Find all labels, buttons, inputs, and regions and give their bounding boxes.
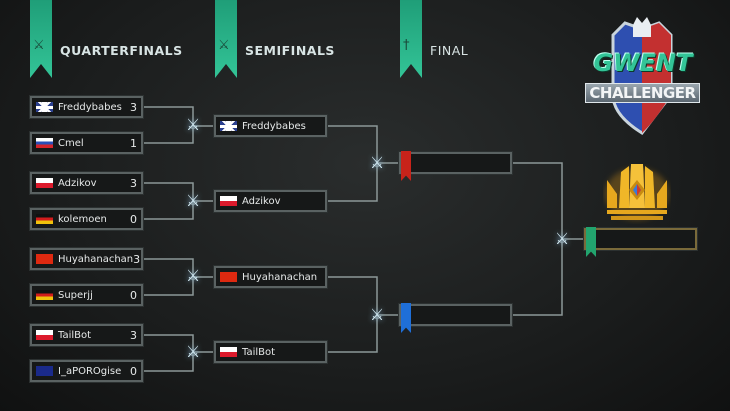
qf1-player2[interactable]: Cmel 1 — [29, 131, 144, 155]
player-score: 1 — [130, 136, 137, 150]
sf-player1[interactable]: Freddybabes — [213, 114, 328, 138]
player-name: kolemoen — [58, 213, 107, 225]
qf4-player2[interactable]: I_aPOROgise 0 — [29, 359, 144, 383]
crossed-swords-icon: ⚔ — [185, 342, 201, 361]
player-name: Adzikov — [58, 177, 97, 189]
player-name: Superjj — [58, 289, 93, 301]
flag-poland-icon — [36, 178, 53, 188]
flag-russia-icon — [36, 138, 53, 148]
final-slot-red[interactable] — [398, 151, 513, 175]
crossed-swords-icon: ⚔ — [369, 305, 385, 324]
player-name: I_aPOROgise — [58, 365, 122, 377]
player-score: 0 — [130, 288, 137, 302]
flag-australia-icon — [36, 366, 53, 376]
qf3-player2[interactable]: Superjj 0 — [29, 283, 144, 307]
qf2-player2[interactable]: kolemoen 0 — [29, 207, 144, 231]
player-name: TailBot — [58, 329, 92, 341]
crossbow-icon: ⚔ — [33, 38, 45, 53]
semifinals-header: SEMIFINALS — [245, 43, 335, 58]
bow-icon: ⚔ — [218, 38, 230, 53]
qf1-player1[interactable]: Freddybabes 3 — [29, 95, 144, 119]
sf-player2[interactable]: Adzikov — [213, 189, 328, 213]
sf-player4[interactable]: TailBot — [213, 340, 328, 364]
final-header: FINAL — [430, 43, 469, 58]
flag-uk-icon — [36, 102, 53, 112]
winner-slot[interactable] — [583, 227, 698, 251]
player-name: Huyahanachan — [58, 253, 134, 265]
player-score: 3 — [130, 176, 137, 190]
flag-china-icon — [220, 272, 237, 282]
green-ribbon-icon — [586, 227, 596, 257]
player-name: Freddybabes — [242, 120, 306, 132]
logo-gwent: GWENT — [593, 49, 693, 77]
crossed-swords-icon: ⚔ — [185, 115, 201, 134]
crown-trophy-icon — [605, 164, 669, 220]
flag-poland-icon — [220, 347, 237, 357]
flag-uk-icon — [220, 121, 237, 131]
blue-ribbon-icon — [401, 303, 411, 333]
flag-germany-icon — [36, 214, 53, 224]
sword-icon: † — [403, 38, 410, 53]
player-score: 0 — [130, 212, 137, 226]
crossed-swords-icon: ⚔ — [369, 153, 385, 172]
final-slot-blue[interactable] — [398, 303, 513, 327]
player-name: Huyahanachan — [242, 271, 318, 283]
player-score: 3 — [130, 328, 137, 342]
player-name: TailBot — [242, 346, 276, 358]
player-name: Adzikov — [242, 195, 281, 207]
flag-poland-icon — [220, 196, 237, 206]
crossed-swords-icon: ⚔ — [554, 229, 570, 248]
player-score: 3 — [130, 100, 137, 114]
flag-china-icon — [36, 254, 53, 264]
player-name: Freddybabes — [58, 101, 122, 113]
qf4-player1[interactable]: TailBot 3 — [29, 323, 144, 347]
qf2-player1[interactable]: Adzikov 3 — [29, 171, 144, 195]
final-banner: † — [400, 0, 422, 78]
player-score: 0 — [130, 364, 137, 378]
flag-poland-icon — [36, 330, 53, 340]
crossed-swords-icon: ⚔ — [185, 191, 201, 210]
player-score: 3 — [133, 252, 141, 266]
quarterfinals-header: QUARTERFINALS — [60, 43, 183, 58]
quarterfinals-banner: ⚔ — [30, 0, 52, 78]
logo-challenger: CHALLENGER — [585, 83, 700, 103]
gwent-challenger-logo: GWENT CHALLENGER — [585, 15, 700, 135]
red-ribbon-icon — [401, 151, 411, 181]
flag-germany-icon — [36, 290, 53, 300]
semifinals-banner: ⚔ — [215, 0, 237, 78]
player-name: Cmel — [58, 137, 84, 149]
crossed-swords-icon: ⚔ — [185, 266, 201, 285]
sf-player3[interactable]: Huyahanachan — [213, 265, 328, 289]
